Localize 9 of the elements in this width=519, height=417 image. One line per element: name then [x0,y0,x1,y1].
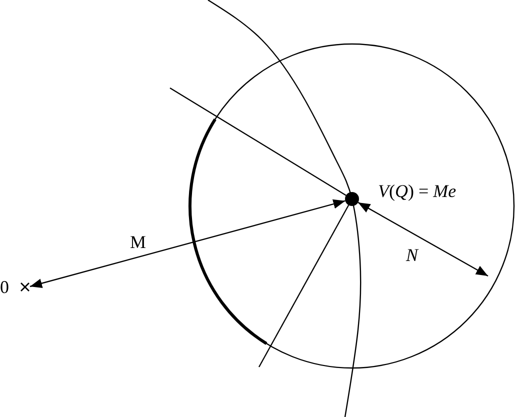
arrow [30,199,346,288]
edge-label: N [406,246,418,264]
dot [345,192,359,206]
arrow [358,202,488,277]
point-label: 0 [0,278,9,296]
line [170,87,346,196]
formula-label: V(Q) = Me [378,182,456,200]
edge-label: M [130,233,146,251]
line [258,204,350,368]
